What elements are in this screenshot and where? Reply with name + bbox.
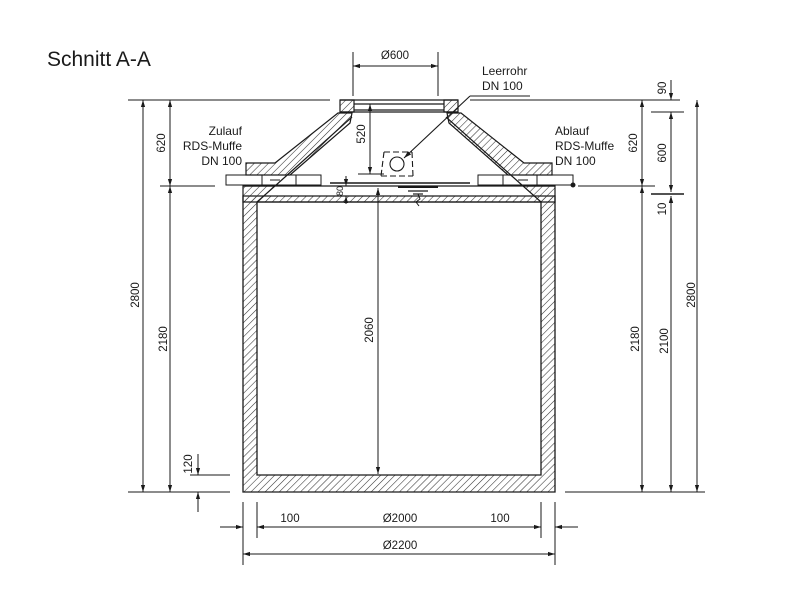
dim-right-cap: 90 [657, 81, 669, 95]
dim-outer-diameter: Ø2200 [382, 540, 418, 552]
outlet-label-line2: RDS-Muffe [555, 139, 615, 153]
conduit-label-line1: Leerrohr [482, 64, 528, 78]
dim-right-top: 620 [628, 133, 640, 153]
inlet-label-line3: DN 100 [201, 154, 242, 168]
dimension-lines [128, 52, 705, 565]
conduit-label: Leerrohr DN 100 [482, 64, 527, 94]
outlet-label-line3: DN 100 [555, 154, 596, 168]
top-opening [339, 99, 459, 113]
dim-right-body: 2180 [630, 326, 642, 352]
inlet-label-line1: Zulauf [208, 124, 242, 138]
inlet-pipe [225, 174, 322, 186]
outlet-label: Ablauf RDS-Muffe DN 100 [555, 124, 614, 169]
dim-left-total: 2800 [130, 282, 142, 308]
dim-wall-right: 100 [490, 513, 510, 525]
dim-left-top: 620 [156, 133, 168, 153]
dim-inner-height: 2060 [364, 317, 376, 343]
inlet-label: Zulauf RDS-Muffe DN 100 [172, 124, 242, 169]
dim-cone-height: 520 [356, 124, 368, 144]
dim-cover-offset: 80 [335, 186, 345, 197]
section-title: Schnitt A-A [47, 48, 151, 71]
inlet-label-line2: RDS-Muffe [182, 139, 242, 153]
outlet-pipe [477, 174, 576, 188]
conduit-label-line2: DN 100 [482, 79, 523, 93]
dim-right-cone: 600 [657, 143, 669, 163]
dim-left-body: 2180 [158, 326, 170, 352]
dim-right-gap: 10 [657, 202, 669, 216]
dim-inner-diameter: Ø2000 [382, 513, 418, 525]
dim-left-floor: 120 [183, 454, 195, 474]
tank-body [242, 195, 556, 493]
dim-opening-diameter: Ø600 [380, 50, 410, 62]
conduit-pipe [380, 95, 530, 177]
dim-wall-left: 100 [280, 513, 300, 525]
dim-right-total: 2800 [686, 282, 698, 308]
water-level-symbol [398, 186, 438, 207]
outlet-label-line1: Ablauf [555, 124, 590, 138]
dim-right-shaft: 2100 [659, 328, 671, 354]
